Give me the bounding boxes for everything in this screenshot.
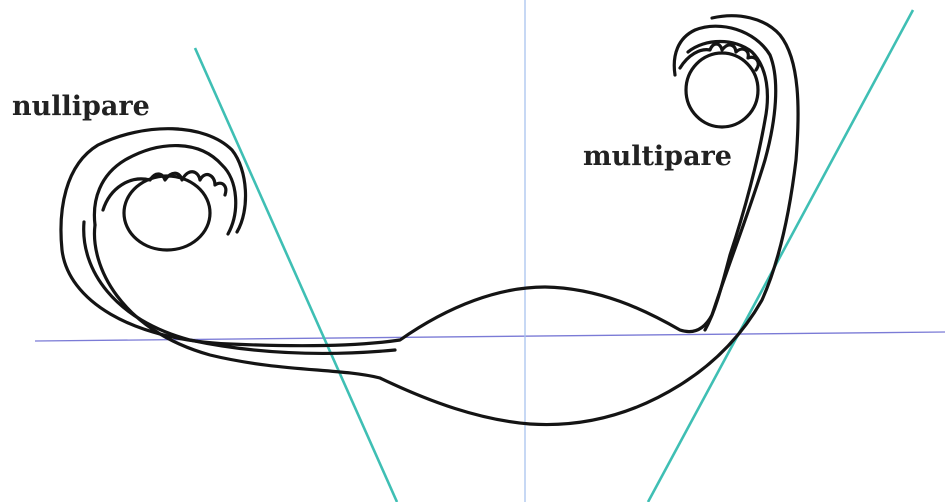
nullipare-label: nullipare: [12, 91, 150, 122]
left-axis-line: [193, 47, 399, 502]
multipare-label: multipare: [583, 141, 732, 172]
left-coil-inner: [92, 143, 238, 236]
left-fimbriae: [101, 170, 228, 212]
right-ovary: [684, 51, 760, 129]
organ-outline-lower: [92, 14, 800, 427]
right-axis-line: [646, 9, 915, 502]
right-coil-inner: [686, 40, 770, 332]
left-tube-middle: [82, 220, 397, 356]
left-ovary: [122, 174, 212, 252]
right-fimbriae: [678, 42, 760, 72]
organ-outline-upper: [59, 24, 778, 348]
